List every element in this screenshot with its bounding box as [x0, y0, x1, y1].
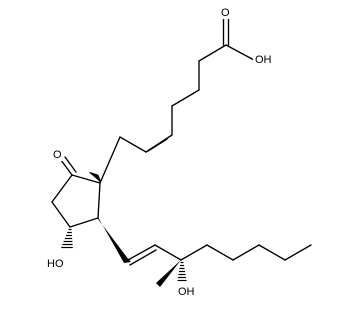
omega-chain: [127, 244, 312, 266]
ring-hydroxyl-label: HO: [46, 257, 68, 270]
svg-text:OH: OH: [255, 54, 272, 66]
svg-text:OH: OH: [178, 286, 195, 298]
svg-text:O: O: [53, 149, 62, 161]
hashed-bond-chain-hydroxyl: [177, 261, 187, 282]
hashed-bond-alpha-chain: [89, 171, 102, 183]
ring-bond-c11-c10: [51, 201, 71, 228]
svg-text:HO: HO: [47, 258, 64, 270]
ring-bond-c9-c8: [71, 174, 101, 184]
svg-text:O: O: [221, 7, 230, 19]
ring-bond-c8-c12: [97, 182, 101, 219]
omega-chain-bond-5: [232, 244, 260, 261]
omega-chain-bond-6: [258, 244, 286, 261]
trans-double-bond-inner: [129, 249, 157, 266]
omega-chain-bond-2: [154, 244, 182, 261]
omega-chain-bond-7: [284, 244, 312, 261]
cyclopentane-ring: [51, 156, 101, 228]
wedge-bond-methyl: [156, 260, 181, 287]
carbonyl-oxygen-label: O: [220, 6, 232, 19]
alpha-chain-bond-6: [119, 136, 147, 153]
cis-double-bond-inner: [147, 138, 168, 152]
carboxylic-acid-group: [222, 17, 255, 61]
ketone-double-bond-a: [60, 159, 73, 176]
omega-chain-bond-3: [180, 244, 208, 261]
chain-hydroxyl-label: OH: [177, 285, 198, 298]
ketone-oxygen-label: O: [52, 148, 64, 161]
alpha-chain: [99, 44, 227, 184]
omega-chain-bond-4: [206, 244, 234, 261]
acid-c-oh-bond: [225, 44, 255, 61]
alpha-chain-bond-7: [99, 136, 121, 184]
acid-hydroxyl-label: OH: [253, 53, 274, 66]
wedge-bond-omega-chain: [98, 217, 131, 263]
alpha-chain-bond-1: [198, 44, 227, 62]
ring-bond-c10-c9: [51, 174, 73, 203]
ketone-double-bond-b: [64, 156, 77, 173]
alpha-chain-bond-3: [171, 89, 200, 107]
ring-bond-c12-c11: [69, 217, 99, 228]
trans-double-bond-outer: [127, 244, 156, 261]
hashed-bond-ring-hydroxyl: [61, 228, 73, 249]
